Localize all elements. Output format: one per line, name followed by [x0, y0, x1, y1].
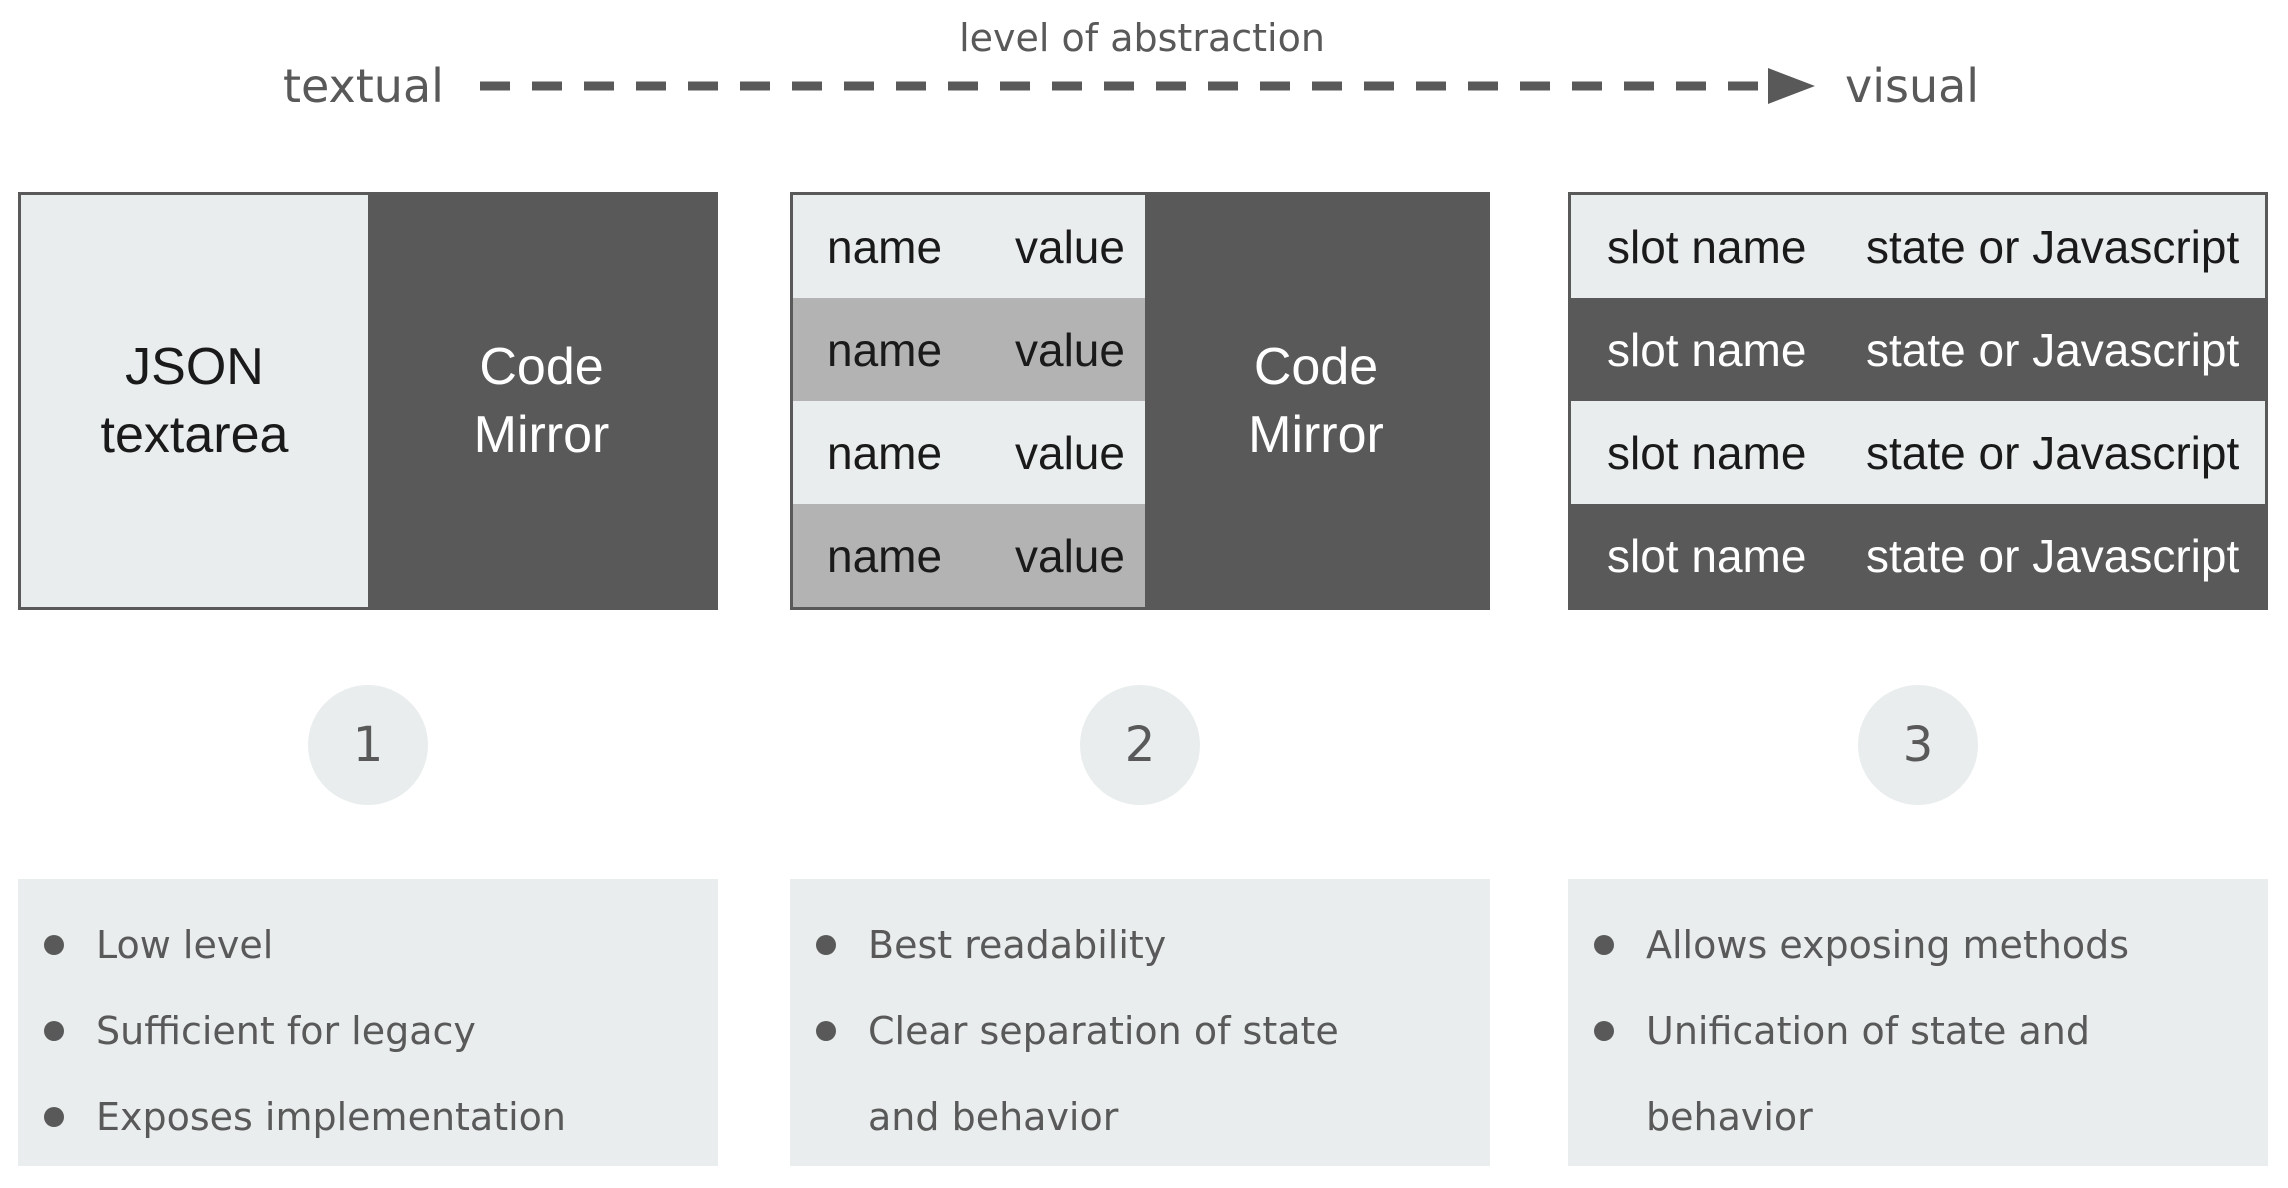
bullet-text: Low level [96, 923, 274, 967]
slot-value-cell: state or Javascript [1866, 426, 2240, 479]
axis-right-label: visual [1845, 59, 1980, 113]
table-row: slot name state or Javascript [1571, 401, 2265, 504]
bullet-text: Unification of state and behavior [1646, 1009, 2090, 1139]
slot-name-cell: slot name [1607, 426, 1807, 479]
bullet-text: Exposes implementation [96, 1095, 567, 1139]
slot-name-cell: slot name [1607, 220, 1807, 273]
bullet-dot [44, 935, 64, 955]
step-badge-2: 2 [1080, 685, 1200, 805]
value-cell: value [1015, 220, 1125, 273]
bullet-text: Best readability [868, 923, 1167, 967]
table-row: name value [793, 401, 1145, 504]
list-item: Unification of state and behavior [1568, 988, 2186, 1160]
list-item: Sufficient for legacy [18, 988, 636, 1074]
slot-value-cell: state or Javascript [1866, 220, 2240, 273]
list-item: Best readability [790, 902, 1408, 988]
bullet-dot [816, 935, 836, 955]
bullet-panel-2: Best readability Clear separation of sta… [790, 879, 1490, 1166]
bullet-text: Allows exposing methods [1646, 923, 2130, 967]
name-cell: name [827, 426, 943, 479]
bullet-dot [44, 1021, 64, 1041]
bullet-list: Best readability Clear separation of sta… [790, 902, 1490, 1160]
codemirror-label-line1: Code [479, 338, 604, 396]
codemirror-label-1: Code Mirror [474, 333, 610, 469]
axis-left-label: textual [283, 59, 444, 113]
list-item: Clear separation of state and behavior [790, 988, 1408, 1160]
step-badge-3: 3 [1858, 685, 1978, 805]
bullet-panel-3: Allows exposing methods Unification of s… [1568, 879, 2268, 1166]
bullet-dot [1594, 935, 1614, 955]
codemirror-label-line2: Mirror [1248, 406, 1384, 464]
table-row: slot name state or Javascript [1571, 298, 2265, 401]
bullet-dot [44, 1107, 64, 1127]
value-cell: value [1015, 426, 1125, 479]
step-badge-1: 1 [308, 685, 428, 805]
json-textarea-panel: JSON textarea [21, 195, 368, 607]
json-textarea-label-line2: textarea [100, 406, 289, 464]
codemirror-panel-1: Code Mirror [368, 195, 715, 607]
axis-title: level of abstraction [959, 16, 1325, 60]
codemirror-label-line1: Code [1253, 338, 1379, 396]
list-item: Exposes implementation [18, 1074, 636, 1160]
name-cell: name [827, 323, 943, 376]
slot-value-cell: state or Javascript [1866, 529, 2240, 582]
bullet-panel-1: Low level Sufficient for legacy Exposes … [18, 879, 718, 1166]
table-row: name value [793, 298, 1145, 401]
slot-value-cell: state or Javascript [1866, 323, 2240, 376]
bullet-text: Sufficient for legacy [96, 1009, 476, 1053]
codemirror-panel-2: Code Mirror [1145, 195, 1487, 607]
table-row: name value [793, 195, 1145, 298]
slot-name-cell: slot name [1607, 323, 1807, 376]
bullet-text: Clear separation of state and behavior [868, 1009, 1339, 1139]
list-item: Low level [18, 902, 636, 988]
bullet-dot [816, 1021, 836, 1041]
json-textarea-label: JSON textarea [101, 333, 289, 469]
name-value-table: name value name value name value name va… [793, 195, 1145, 607]
codemirror-label-2: Code Mirror [1248, 333, 1384, 469]
table-row: slot name state or Javascript [1571, 504, 2265, 607]
bullet-dot [1594, 1021, 1614, 1041]
bullet-list: Allows exposing methods Unification of s… [1568, 902, 2268, 1160]
value-cell: value [1015, 529, 1125, 582]
value-cell: value [1015, 323, 1125, 376]
box-json-textarea-codemirror: JSON textarea Code Mirror [18, 192, 718, 610]
list-item: Allows exposing methods [1568, 902, 2186, 988]
codemirror-label-line2: Mirror [473, 406, 610, 464]
json-textarea-label-line1: JSON [125, 338, 264, 396]
box-slot-table: slot name state or Javascript slot name … [1568, 192, 2268, 610]
name-cell: name [827, 529, 943, 582]
name-cell: name [827, 220, 943, 273]
table-row: name value [793, 504, 1145, 607]
table-row: slot name state or Javascript [1571, 195, 2265, 298]
abstraction-axis-arrow-icon [480, 68, 1815, 104]
bullet-list: Low level Sufficient for legacy Exposes … [18, 902, 718, 1160]
box-namevalue-codemirror: name value name value name value name va… [790, 192, 1490, 610]
slot-name-cell: slot name [1607, 529, 1807, 582]
